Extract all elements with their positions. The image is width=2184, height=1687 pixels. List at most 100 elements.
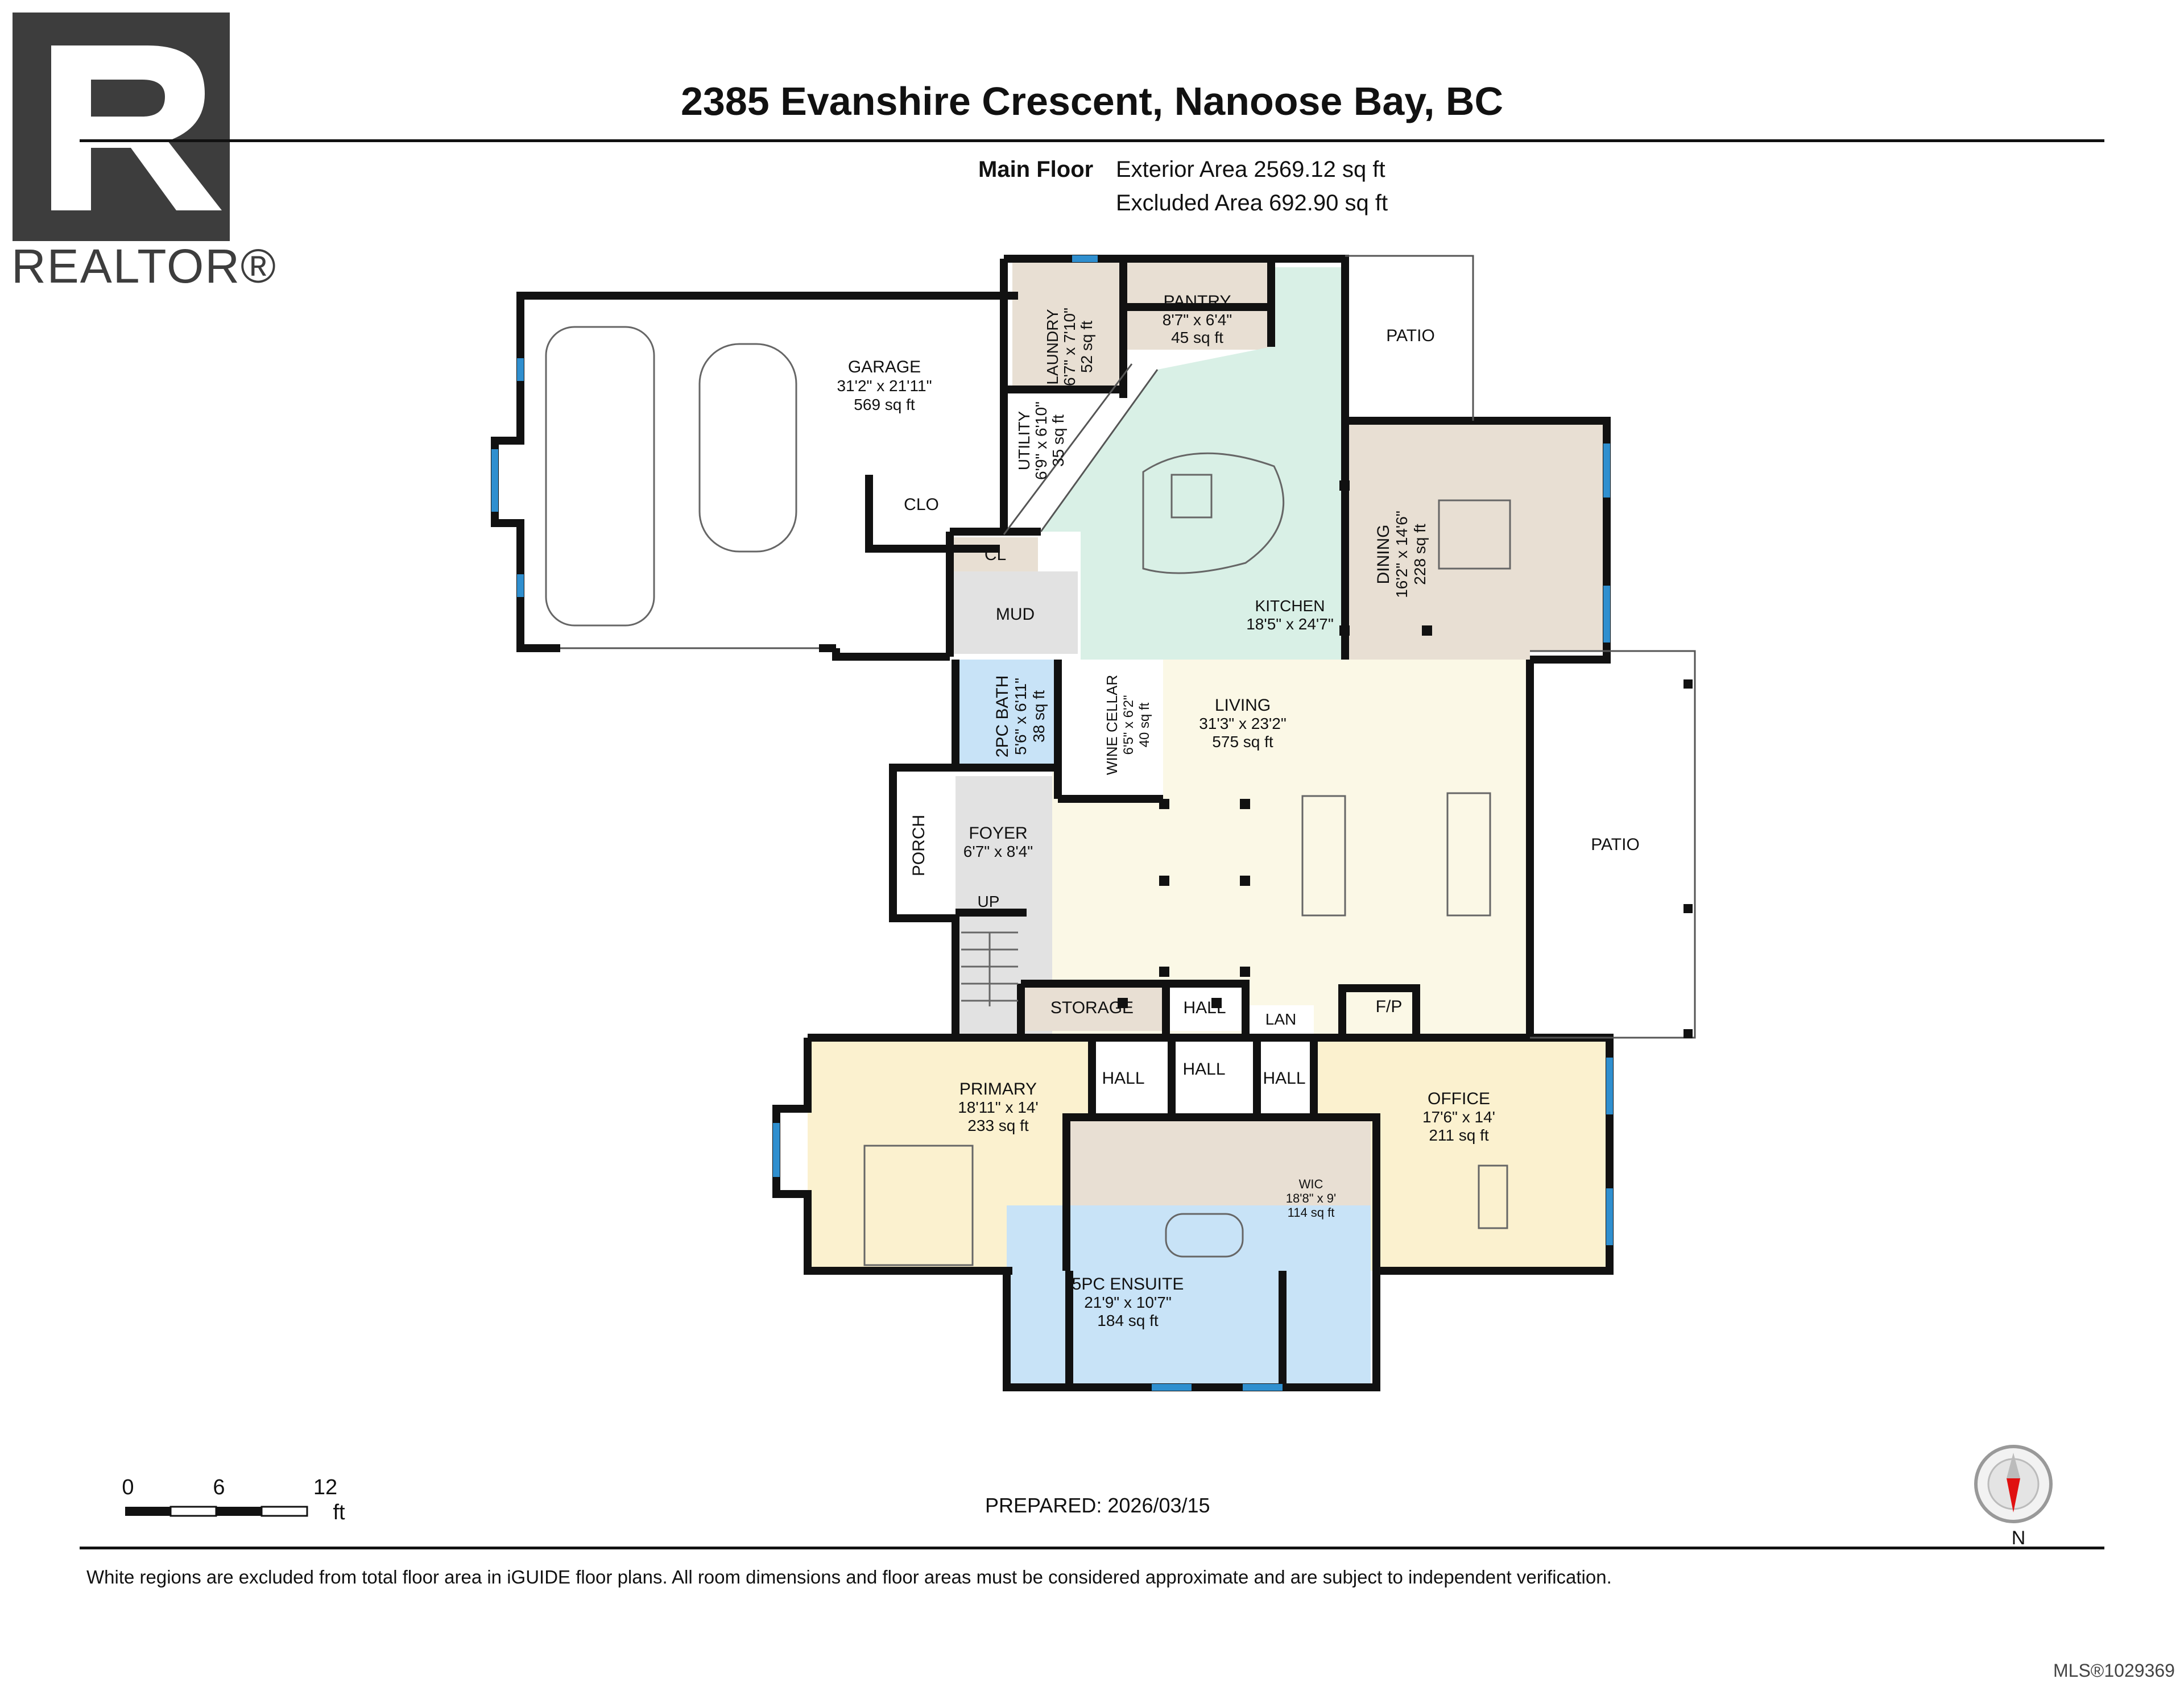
patio-top-area[interactable] — [1345, 256, 1473, 421]
page-title: 2385 Evanshire Crescent, Nanoose Bay, BC — [680, 79, 1503, 123]
kitchen-area[interactable] — [1041, 267, 1345, 660]
living-dims: 31'3" x 23'2" — [1199, 715, 1287, 732]
dining-label: DINING — [1374, 525, 1393, 585]
utility-label: UTILITY — [1015, 411, 1033, 471]
ensuite-sqft: 184 sq ft — [1097, 1312, 1159, 1329]
patio-right-area[interactable] — [1530, 651, 1692, 1038]
room-labels: GARAGE 31'2" x 21'11" 569 sq ft LAUNDRY … — [837, 292, 1639, 1329]
office-desk — [1478, 1164, 1508, 1229]
laundry-area[interactable] — [1012, 259, 1123, 389]
realtor-logo-text: REALTOR® — [11, 239, 277, 293]
compass-north-label: N — [2012, 1527, 2026, 1549]
prepared-date: PREPARED: 2026/03/15 — [985, 1494, 1210, 1517]
wine-sqft: 40 sq ft — [1137, 702, 1152, 747]
garage-area[interactable] — [520, 296, 1024, 651]
foyer-label: FOYER — [969, 824, 1027, 843]
fp-area[interactable] — [1342, 988, 1416, 1037]
ensuite-label: 5PC ENSUITE — [1072, 1275, 1184, 1294]
realtor-logo-mark — [13, 13, 230, 241]
scale-bar: 0 6 12 ft — [122, 1475, 345, 1524]
hall-row-area[interactable] — [1092, 1038, 1320, 1117]
living-sqft: 575 sq ft — [1212, 733, 1273, 751]
laundry-label: LAUNDRY — [1044, 309, 1061, 385]
columns — [1118, 480, 1693, 1038]
up-label: UP — [978, 893, 1000, 910]
laundry-sqft: 52 sq ft — [1078, 321, 1095, 373]
footer-rule — [80, 1547, 2104, 1549]
cl-label: CL — [985, 545, 1006, 564]
pantry-dims: 8'7" x 6'4" — [1163, 311, 1232, 329]
hall-d-label: HALL — [1263, 1069, 1305, 1088]
compass: N — [1974, 1445, 2053, 1549]
mls-number: MLS®1029369 — [2053, 1660, 2175, 1681]
ensuite-area[interactable] — [1007, 1205, 1371, 1387]
wine-dims: 6'5" x 6'2" — [1121, 695, 1136, 755]
bath2-sqft: 38 sq ft — [1030, 690, 1048, 743]
furniture — [545, 326, 1511, 1266]
clo-area[interactable] — [869, 475, 1000, 549]
patio-top-label: PATIO — [1386, 326, 1435, 345]
cl-area[interactable] — [950, 537, 1038, 571]
mud-area[interactable] — [950, 571, 1078, 654]
primary-label: PRIMARY — [959, 1080, 1037, 1099]
storage-area[interactable] — [1021, 983, 1166, 1031]
utility-dims: 6'9" x 6'10" — [1032, 401, 1050, 480]
stairs — [961, 931, 1018, 1006]
realtor-logo[interactable]: REALTOR® — [11, 11, 276, 296]
bath2-label: 2PC BATH — [993, 675, 1012, 757]
office-dims: 17'6" x 14' — [1422, 1108, 1495, 1126]
pantry-sqft: 45 sq ft — [1171, 329, 1223, 346]
bath2-dims: 5'6" x 6'11" — [1012, 678, 1029, 755]
thin-outlines — [560, 255, 1696, 1039]
lan-area[interactable] — [1246, 1005, 1314, 1037]
primary-dims: 18'11" x 14' — [958, 1099, 1039, 1116]
scale-unit: ft — [333, 1501, 345, 1524]
living-label: LIVING — [1215, 696, 1271, 715]
utility-sqft: 35 sq ft — [1049, 415, 1067, 467]
garage-sqft: 569 sq ft — [854, 396, 915, 413]
office-sqft: 211 sq ft — [1429, 1126, 1489, 1144]
hall-a-area[interactable] — [1166, 983, 1246, 1031]
wic-sqft: 114 sq ft — [1288, 1205, 1335, 1220]
compass-needle — [2007, 1478, 2020, 1512]
scale-label-0: 0 — [122, 1475, 134, 1499]
storage-label: STORAGE — [1050, 998, 1134, 1017]
garage-dims: 31'2" x 21'11" — [837, 377, 932, 395]
mud-label: MUD — [996, 605, 1035, 624]
excluded-area: Excluded Area 692.90 sq ft — [1116, 190, 1388, 215]
ensuite-dims: 21'9" x 10'7" — [1084, 1294, 1172, 1311]
scale-label-12: 12 — [313, 1475, 337, 1499]
floor-label: Main Floor — [978, 157, 1094, 182]
lan-label: LAN — [1265, 1010, 1296, 1028]
wic-label: WIC — [1299, 1177, 1323, 1191]
sofa-right — [1446, 792, 1491, 917]
sofa-left — [1301, 795, 1346, 917]
dining-dims: 16'2" x 14'6" — [1393, 511, 1410, 598]
fp-label: F/P — [1376, 997, 1403, 1016]
garage-label: GARAGE — [848, 358, 921, 376]
bed — [863, 1145, 974, 1266]
hall-c-label: HALL — [1182, 1060, 1225, 1079]
bath2-area[interactable] — [958, 660, 1055, 770]
wine-area[interactable] — [1058, 660, 1163, 799]
wic-dims: 18'8" x 9' — [1286, 1191, 1336, 1205]
dining-sqft: 228 sq ft — [1411, 524, 1429, 585]
kitchen-island — [1142, 452, 1285, 574]
room-fills — [520, 256, 1692, 1387]
pantry-label: PANTRY — [1164, 292, 1231, 311]
porch-area[interactable] — [893, 802, 956, 915]
exterior-area: Exterior Area 2569.12 sq ft — [1116, 157, 1385, 182]
kitchen-dims: 18'5" x 24'7" — [1246, 615, 1334, 633]
car-sedan — [698, 343, 797, 553]
clo-label: CLO — [904, 495, 939, 514]
hall-b-label: HALL — [1102, 1069, 1144, 1088]
disclaimer-text: White regions are excluded from total fl… — [86, 1566, 1612, 1587]
kitchen-label: KITCHEN — [1255, 597, 1325, 615]
primary-sqft: 233 sq ft — [967, 1117, 1029, 1134]
wine-label: WINE CELLAR — [1103, 675, 1120, 775]
office-label: OFFICE — [1428, 1089, 1490, 1108]
walls — [491, 255, 1614, 1391]
dining-area[interactable] — [1345, 421, 1607, 660]
